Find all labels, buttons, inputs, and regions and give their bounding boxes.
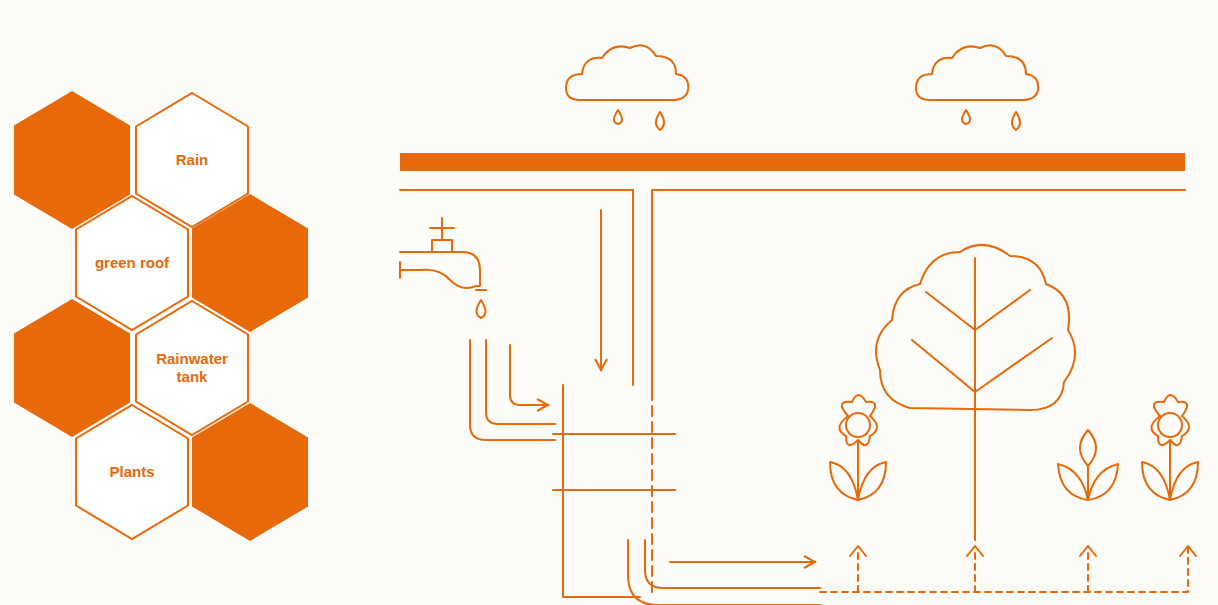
water-tap — [400, 252, 480, 288]
hexagon-label: green roof — [95, 254, 169, 272]
cloud — [916, 45, 1038, 100]
flower — [1142, 395, 1198, 500]
hexagon-node: green roof — [74, 194, 190, 332]
leaf-plant — [1058, 430, 1118, 500]
hexagon-label: Rainwater tank — [144, 350, 240, 386]
green-roof-bar — [400, 153, 1185, 171]
hexagon-node: Plants — [74, 403, 190, 541]
cloud — [566, 45, 688, 100]
flower — [830, 395, 886, 500]
hexagon-label: Rain — [176, 151, 209, 169]
hexagon-label: Plants — [109, 463, 154, 481]
filled-hexagons — [14, 91, 308, 541]
